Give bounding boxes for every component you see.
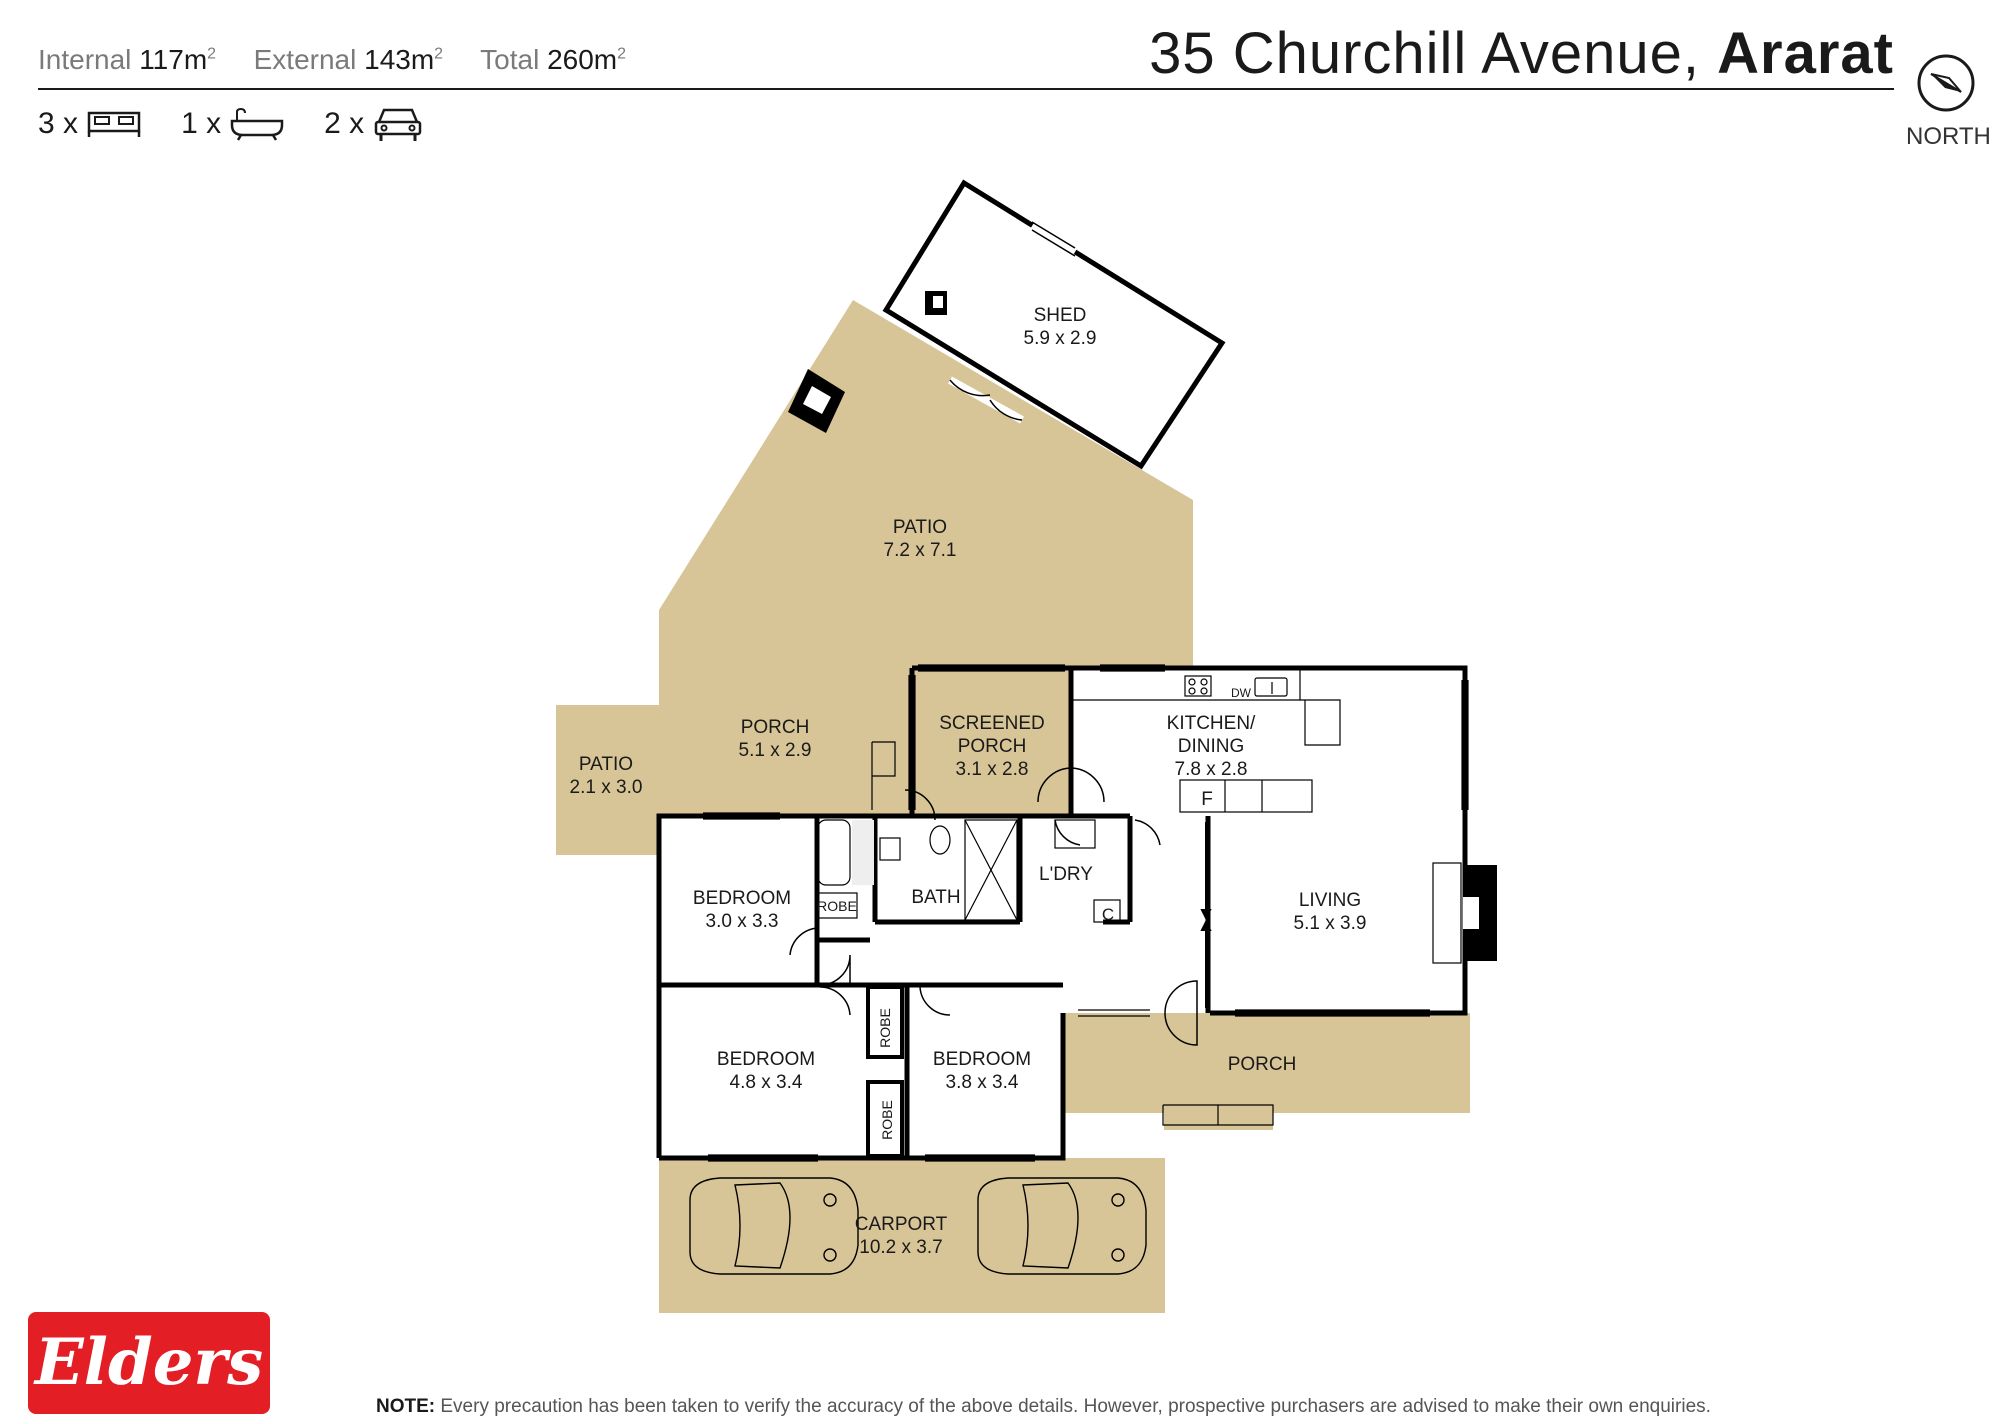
carport-cars [689, 1177, 1147, 1275]
robe-label-2: ROBE [877, 1008, 893, 1048]
robe-units [866, 985, 904, 1158]
bedroom-count: 3 x [38, 107, 79, 140]
logo-text: Elders [33, 1325, 263, 1400]
bedroom1-name: BEDROOM [693, 888, 791, 909]
kitchen-dims: 7.8 x 2.8 [1175, 759, 1248, 780]
bedroom3-name: BEDROOM [933, 1049, 1031, 1070]
hallway-arrows [1200, 822, 1212, 1008]
note-label: NOTE: [376, 1396, 436, 1417]
laundry-name: L'DRY [1039, 864, 1093, 885]
total-value: 260m [547, 44, 618, 75]
porch-steps [871, 741, 896, 810]
internal-value: 117m [139, 44, 208, 75]
living-dims: 5.1 x 3.9 [1294, 913, 1367, 934]
internal-label: Internal [38, 44, 132, 75]
car-left [689, 1177, 859, 1275]
living-name: LIVING [1299, 890, 1361, 911]
total-sup: 2 [617, 45, 627, 63]
bedroom1-dims: 3.0 x 3.3 [706, 911, 779, 932]
kitchen-name1: KITCHEN/ [1167, 713, 1256, 734]
screened-porch-name2: PORCH [958, 736, 1027, 757]
header-divider [38, 88, 1894, 90]
car-icon [374, 108, 421, 141]
porch-front-area [1063, 1013, 1470, 1130]
robe-label-3: ROBE [879, 1100, 895, 1140]
patio-small-name: PATIO [579, 754, 633, 775]
external-value: 143m [364, 44, 435, 75]
elders-logo-icon: Elders [33, 1325, 263, 1400]
shed [882, 179, 1226, 470]
outdoor-areas [556, 300, 1470, 1313]
kitchen-name2: DINING [1178, 736, 1245, 757]
kitchen-fixtures [1071, 668, 1497, 964]
porch-rear-name: PORCH [741, 717, 810, 738]
feature-counts: 3 x 1 x 2 x [38, 105, 423, 143]
windows [703, 664, 1469, 1162]
patio-small-dims: 2.1 x 3.0 [570, 777, 643, 798]
porch-rear-area [659, 668, 1071, 816]
compass-icon [1917, 54, 1975, 112]
doors [789, 767, 1198, 1046]
fridge-label: F [1201, 789, 1213, 810]
porch-rear-dims: 5.1 x 2.9 [739, 740, 812, 761]
bedroom3-dims: 3.8 x 3.4 [946, 1072, 1019, 1093]
area-summary: Internal 117m2 External 143m2 Total 260m… [38, 44, 626, 76]
bath-icon [231, 107, 284, 141]
patio-main-area [659, 300, 1193, 668]
screened-porch-name1: SCREENED [939, 713, 1045, 734]
internal-sup: 2 [207, 45, 217, 63]
bathroom-count: 1 x [181, 107, 222, 140]
north-label: NORTH [1906, 123, 1991, 150]
external-sup: 2 [434, 45, 444, 63]
carport-name: CARPORT [855, 1214, 948, 1235]
car-right [977, 1177, 1147, 1275]
total-label: Total [480, 44, 540, 75]
shed-name: SHED [1034, 305, 1087, 326]
patio-fireplace [788, 369, 845, 433]
address-street: 35 Churchill Avenue, [1149, 21, 1701, 86]
carport-area [659, 1158, 1165, 1313]
bath-fixtures [816, 819, 1121, 923]
brand-logo: Elders [28, 1312, 270, 1414]
dishwasher-label: DW [1231, 686, 1252, 700]
shed-dims: 5.9 x 2.9 [1024, 328, 1097, 349]
porch-front-steps [1162, 1104, 1274, 1126]
property-address: 35 Churchill Avenue, Ararat [1149, 20, 1894, 87]
bedroom2-dims: 4.8 x 3.4 [730, 1072, 803, 1093]
address-town: Ararat [1717, 21, 1894, 86]
porch-front-name: PORCH [1228, 1054, 1297, 1075]
external-label: External [253, 44, 357, 75]
bath-name: BATH [911, 887, 960, 908]
cupboard-label: C [1102, 905, 1114, 924]
patio-main-dims: 7.2 x 7.1 [884, 540, 957, 561]
note-text: Every precaution has been taken to verif… [435, 1396, 1711, 1417]
carport-dims: 10.2 x 3.7 [859, 1237, 942, 1258]
patio-main-name: PATIO [893, 517, 947, 538]
robe-label-1: ROBE [817, 898, 857, 914]
disclaimer-note: NOTE: Every precaution has been taken to… [376, 1396, 1711, 1418]
patio-small-area [556, 705, 659, 855]
car-count: 2 x [324, 107, 365, 140]
screened-porch-dims: 3.1 x 2.8 [956, 759, 1029, 780]
north-indicator: NORTH [1906, 52, 1991, 151]
bedroom2-name: BEDROOM [717, 1049, 815, 1070]
bed-icon [88, 111, 141, 137]
